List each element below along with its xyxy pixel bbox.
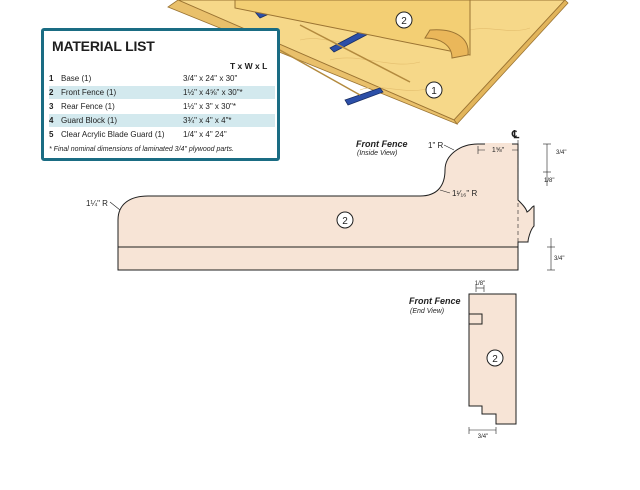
material-list-row: 4 Guard Block (1) 3¾" x 4" x 4"* <box>49 114 275 127</box>
inside-view-subtitle: (Inside View) <box>357 150 398 157</box>
end-dim-3-4: 3/4" <box>478 434 488 440</box>
material-list-footnote: * Final nominal dimensions of laminated … <box>49 146 234 153</box>
dim-3-4-bottom: 3/4" <box>554 256 564 262</box>
end-dim-1-8: 1/8" <box>475 281 485 287</box>
dim-1r: 1" R <box>428 141 444 150</box>
inside-view-title: Front Fence <box>356 139 408 149</box>
row-dimensions: 3/4" x 24" x 30" <box>183 74 238 83</box>
row-number: 4 <box>49 116 54 125</box>
front-fence-end-view: 1/8" 3/4" 2 <box>468 281 517 440</box>
row-part-name: Front Fence (1) <box>61 88 117 97</box>
row-part-name: Guard Block (1) <box>61 116 118 125</box>
row-dimensions: 1½" x 3" x 30"* <box>183 102 236 111</box>
inside-view-callout-label: 2 <box>342 216 348 227</box>
front-fence-top <box>234 0 471 56</box>
dim-3-4-top: 3/4" <box>556 150 566 156</box>
material-list-row: 1 Base (1) 3/4" x 24" x 30" <box>49 72 275 85</box>
front-fence-inside-view: 1⅝" 1" R ℄ 3/4" 1/8" 1¹⁄₁₆" R 1¼" R 3/4"… <box>86 130 566 271</box>
material-list-row: 5 Clear Acrylic Blade Guard (1) 1/4" x 4… <box>49 128 275 141</box>
row-number: 5 <box>49 130 54 139</box>
row-number: 3 <box>49 102 54 111</box>
material-list-panel: MATERIAL LIST T x W x L 1 Base (1) 3/4" … <box>41 28 280 161</box>
material-list-row: 2 Front Fence (1) 1½" x 4⅝" x 30"* <box>49 86 275 99</box>
callout-base-label: 1 <box>431 86 437 97</box>
end-view-callout-label: 2 <box>492 354 498 365</box>
row-part-name: Clear Acrylic Blade Guard (1) <box>61 130 165 139</box>
centerline-symbol: ℄ <box>511 130 520 141</box>
end-view-subtitle: (End View) <box>410 308 445 315</box>
dim-1-1-16r: 1¹⁄₁₆" R <box>452 189 477 198</box>
dim-1-5-8: 1⅝" <box>492 147 505 154</box>
inside-view-profile <box>117 143 535 271</box>
row-number: 2 <box>49 88 54 97</box>
callout-front-fence-label: 2 <box>401 16 407 27</box>
material-list-title: MATERIAL LIST <box>52 38 155 54</box>
row-number: 1 <box>49 74 54 83</box>
material-list-header: T x W x L <box>230 61 268 71</box>
callout-front-fence <box>395 11 413 29</box>
row-dimensions: 1½" x 4⅝" x 30"* <box>183 88 243 97</box>
row-dimensions: 1/4" x 4" 24" <box>183 130 227 139</box>
material-list-row: 3 Rear Fence (1) 1½" x 3" x 30"* <box>49 100 275 113</box>
dim-1-1-4r: 1¼" R <box>86 199 108 208</box>
callout-base <box>425 81 443 99</box>
end-view-callout <box>486 349 504 367</box>
miter-rail-front <box>344 87 384 106</box>
row-part-name: Base (1) <box>61 74 92 83</box>
dim-1-8-inside: 1/8" <box>544 178 554 184</box>
row-dimensions: 3¾" x 4" x 4"* <box>183 116 232 125</box>
row-part-name: Rear Fence (1) <box>61 102 115 111</box>
inside-view-callout <box>336 211 354 229</box>
front-fence-curve <box>424 29 469 59</box>
end-view-title: Front Fence <box>409 296 461 306</box>
